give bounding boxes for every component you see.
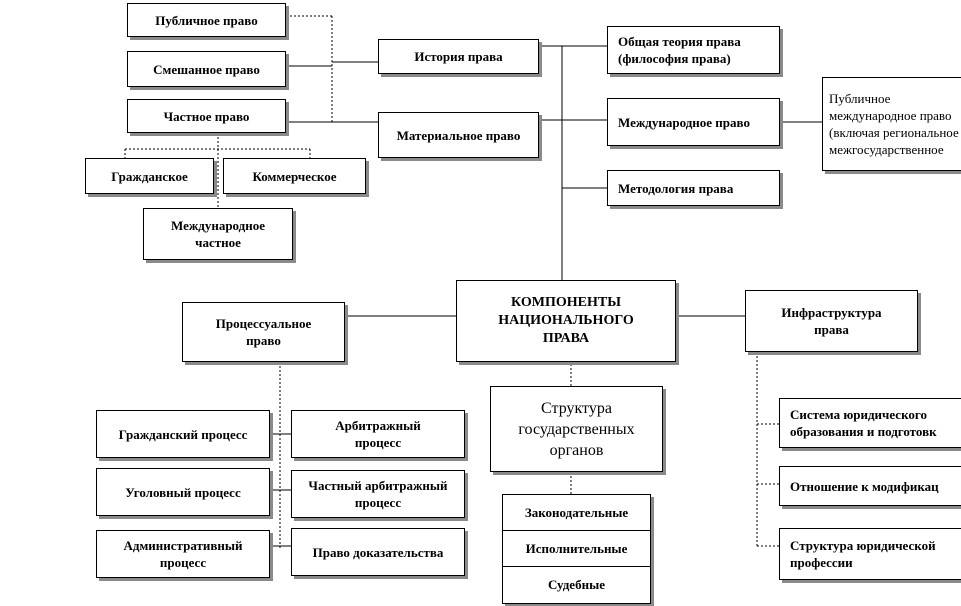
civil-process-box: Гражданский процесс: [96, 410, 270, 458]
judicial-branch: Судебные: [547, 577, 605, 592]
public-law-box: Публичное право: [127, 3, 286, 37]
public-international-law-box: Публичное международное право (включая р…: [822, 77, 961, 171]
civil-label: Гражданское: [111, 168, 188, 184]
arbitration-process-box: Арбитражный процесс: [291, 410, 465, 458]
administrative-process-label: Административный процесс: [123, 538, 243, 570]
state-bodies-box: Структура государственных органов: [490, 386, 663, 472]
attitude-box: Отношение к модификац: [779, 466, 961, 506]
methodology-label: Методология права: [618, 180, 734, 196]
arbitration-process-label: Арбитражный процесс: [335, 418, 421, 450]
general-theory-label: Общая теория права (философия права): [618, 34, 741, 66]
public-international-law-label: Публичное международное право (включая р…: [829, 91, 959, 157]
infrastructure-box: Инфраструктура права: [745, 290, 918, 352]
material-law-label: Материальное право: [396, 127, 521, 143]
executive-branch: Исполнительные: [503, 531, 650, 567]
legal-profession-label: Структура юридической профессии: [790, 538, 936, 570]
commercial-label: Коммерческое: [252, 168, 337, 184]
legal-education-label: Система юридического образования и подго…: [790, 407, 937, 439]
procedural-law-box: Процессуальное право: [182, 302, 345, 362]
mixed-law-label: Смешанное право: [153, 61, 260, 77]
international-private-box: Международное частное: [143, 208, 293, 260]
private-law-box: Частное право: [127, 99, 286, 133]
commercial-box: Коммерческое: [223, 158, 366, 194]
private-arbitration-process-label: Частный арбитражный процесс: [308, 478, 448, 510]
administrative-process-box: Административный процесс: [96, 530, 270, 578]
law-of-evidence-box: Право доказательства: [291, 528, 465, 576]
public-law-label: Публичное право: [155, 12, 258, 28]
state-bodies-branches: Законодательные Исполнительные Судебные: [502, 494, 651, 604]
state-bodies-label: Структура государственных органов: [518, 399, 635, 459]
private-arbitration-process-box: Частный арбитражный процесс: [291, 470, 465, 518]
legal-profession-box: Структура юридической профессии: [779, 528, 961, 580]
law-of-evidence-label: Право доказательства: [312, 544, 444, 560]
attitude-label: Отношение к модификац: [790, 478, 939, 494]
national-law-components-box: КОМПОНЕНТЫ НАЦИОНАЛЬНОГО ПРАВА: [456, 280, 676, 362]
international-private-label: Международное частное: [170, 218, 266, 250]
private-law-label: Частное право: [163, 108, 250, 124]
methodology-box: Методология права: [607, 170, 780, 206]
material-law-box: Материальное право: [378, 112, 539, 158]
civil-box: Гражданское: [85, 158, 214, 194]
mixed-law-box: Смешанное право: [127, 51, 286, 87]
general-theory-box: Общая теория права (философия права): [607, 26, 780, 74]
civil-process-label: Гражданский процесс: [118, 426, 248, 442]
criminal-process-box: Уголовный процесс: [96, 468, 270, 516]
legal-education-box: Система юридического образования и подго…: [779, 398, 961, 448]
history-of-law-box: История права: [378, 39, 539, 74]
criminal-process-label: Уголовный процесс: [125, 484, 241, 500]
infrastructure-label: Инфраструктура права: [781, 305, 882, 337]
procedural-law-label: Процессуальное право: [215, 316, 312, 348]
international-law-label: Международное право: [618, 114, 750, 130]
legislative-branch: Законодательные: [503, 495, 650, 531]
national-law-components-label: КОМПОНЕНТЫ НАЦИОНАЛЬНОГО ПРАВА: [498, 295, 634, 346]
history-of-law-label: История права: [414, 49, 503, 64]
international-law-box: Международное право: [607, 98, 780, 146]
